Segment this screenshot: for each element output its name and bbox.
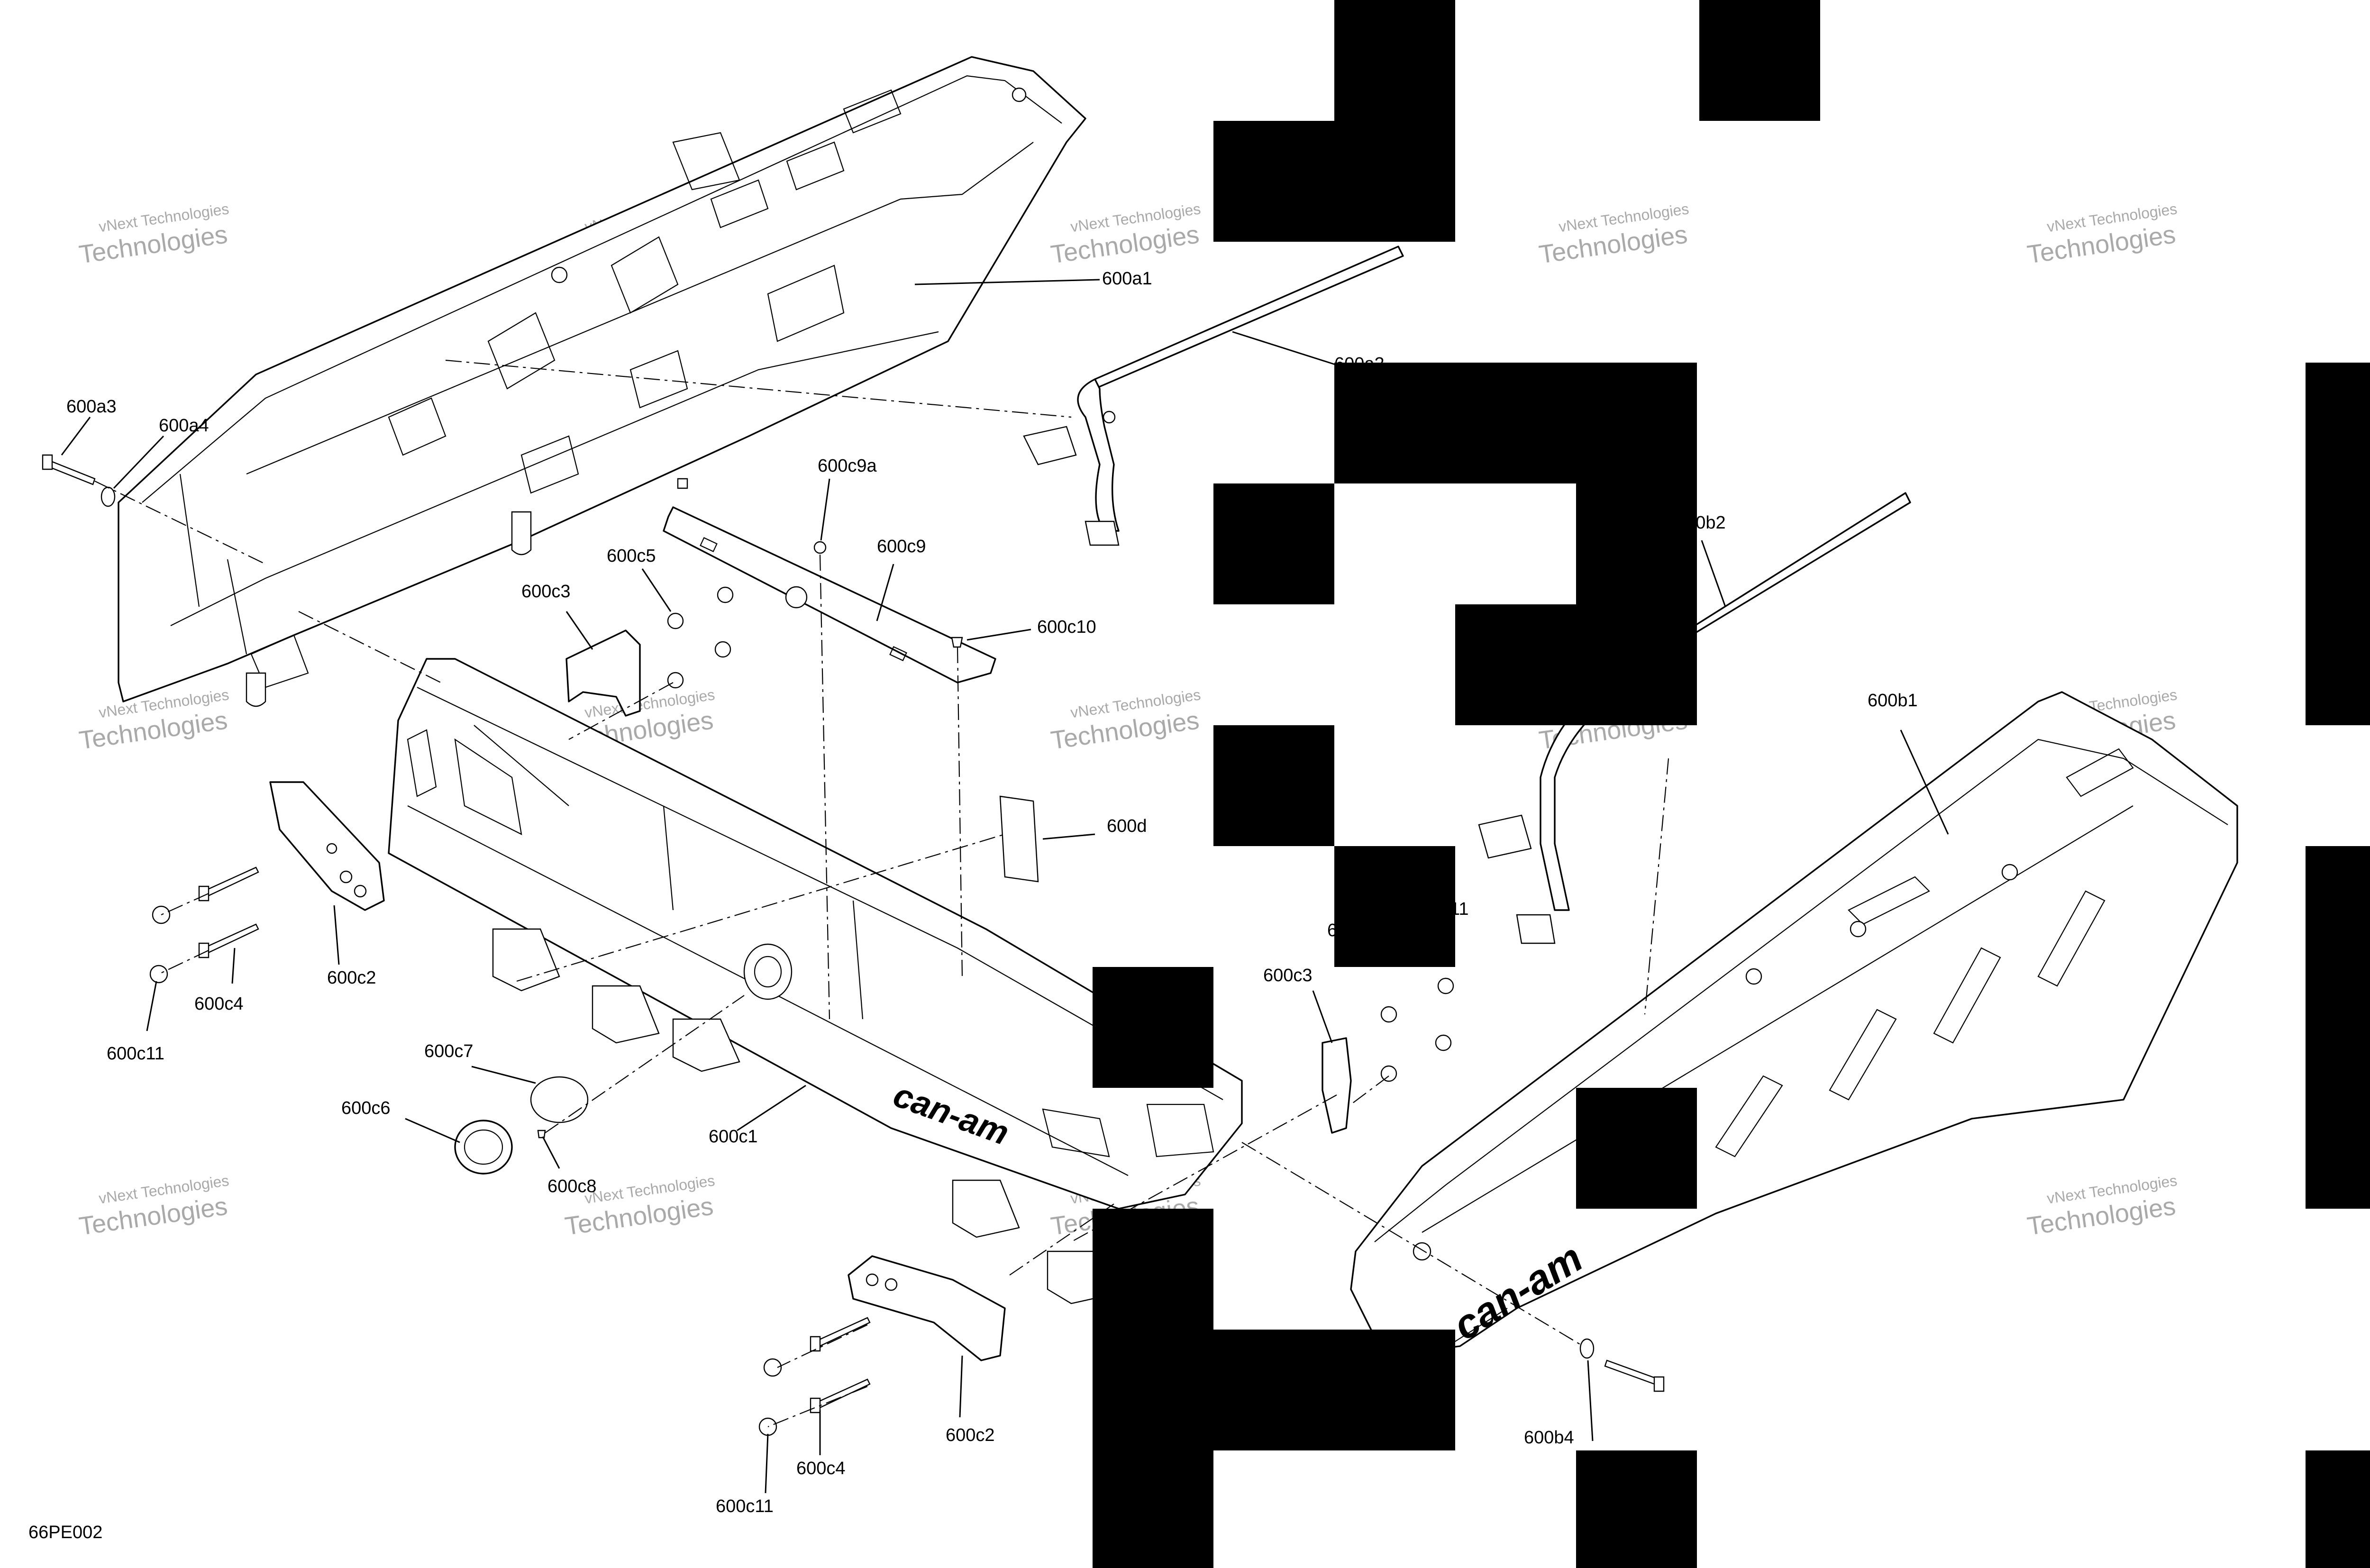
bracket-600c3-left	[565, 629, 641, 717]
left-side-rail-600a1	[118, 56, 1086, 707]
label-600c4-right: 600c4	[796, 1459, 846, 1478]
bracket-600c3-right	[1322, 1037, 1352, 1134]
grab-bar-600a2	[1023, 246, 1404, 546]
nuts-600c5	[667, 586, 734, 689]
label-600c10: 600c10	[1037, 617, 1096, 637]
nut-top	[677, 478, 688, 489]
nuts-right	[1380, 977, 1454, 1082]
bolts-600c4-left	[149, 866, 259, 984]
label-600a1: 600a1	[1102, 269, 1152, 289]
label-600a3: 600a3	[66, 397, 117, 417]
hitch-bracket-600c2-left	[269, 781, 385, 911]
washer-600b4	[1579, 1338, 1595, 1359]
label-600c11-bottom: 600c11	[716, 1496, 774, 1516]
label-600a4: 600a4	[159, 416, 209, 436]
label-600c8: 600c8	[547, 1176, 597, 1196]
label-600c3-right: 600c3	[1263, 966, 1313, 985]
emblem-600c6	[454, 1120, 513, 1175]
decal-600d	[999, 795, 1039, 883]
mounting-plate-600c9	[663, 506, 996, 684]
bolt-600b4	[1604, 1359, 1660, 1386]
label-600c2-right: 600c2	[946, 1425, 995, 1445]
label-600b1: 600b1	[1868, 691, 1918, 711]
bolt-600a3-head	[42, 454, 53, 470]
washer-600a4	[100, 486, 116, 507]
leader-lines	[61, 279, 1949, 1494]
screw-600c8	[537, 1130, 546, 1139]
label-600c3-left: 600c3	[521, 582, 571, 602]
label-600c4-left: 600c4	[194, 994, 244, 1014]
nut-600c9a	[813, 541, 827, 554]
label-600c6: 600c6	[341, 1098, 391, 1118]
bolt-600b4-head	[1653, 1376, 1665, 1392]
label-600d: 600d	[1107, 816, 1147, 836]
label-600c9: 600c9	[877, 537, 926, 556]
label-600c5: 600c5	[607, 546, 656, 566]
assembly-lines	[94, 359, 1669, 1428]
cover-600c7	[530, 1076, 589, 1123]
label-600b4: 600b4	[1524, 1428, 1574, 1448]
bolt-600a3	[45, 459, 96, 485]
label-600c9a: 600c9a	[818, 456, 877, 476]
redaction-blocks	[1093, 0, 2370, 1568]
label-600c2-left: 600c2	[327, 968, 376, 988]
label-600c11-left: 600c11	[107, 1044, 164, 1064]
right-side-rail-600b1: can-am	[1350, 691, 2238, 1357]
label-600c7: 600c7	[424, 1041, 474, 1061]
hitch-bracket-600c2-right	[848, 1255, 1006, 1361]
diagram-code: 66PE002	[28, 1522, 102, 1542]
label-600c1: 600c1	[709, 1127, 758, 1147]
screw-600c10	[951, 637, 963, 648]
bolts-600c4-right	[758, 1317, 871, 1436]
